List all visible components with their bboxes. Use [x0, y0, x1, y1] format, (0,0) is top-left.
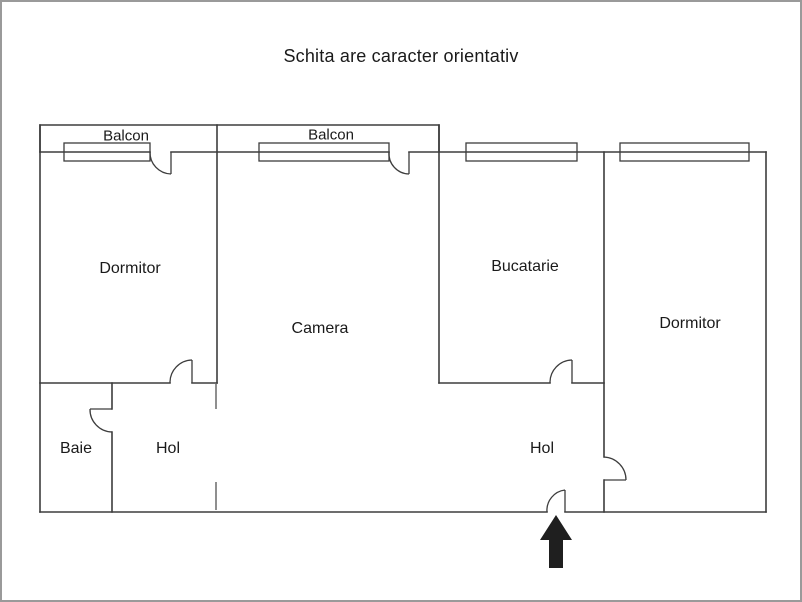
- window-bucatarie: [465, 142, 578, 162]
- door-entrance: [546, 489, 566, 513]
- room-label-dormitor-right: Dormitor: [659, 315, 721, 332]
- room-label-dormitor-left: Dormitor: [99, 260, 161, 277]
- page-title: Schita are caracter orientativ: [283, 46, 519, 66]
- door-baie: [89, 408, 113, 433]
- door-balcon-mid: [388, 151, 410, 175]
- window-dormitor-right: [619, 142, 750, 162]
- room-label-camera: Camera: [291, 320, 349, 337]
- room-label-hol-left: Hol: [155, 440, 181, 457]
- door-dormitor-right: [603, 456, 627, 481]
- doors: [89, 151, 627, 513]
- door-balcon-left: [149, 151, 172, 175]
- door-dormitor-left: [169, 359, 193, 384]
- entrance-arrow-icon: [540, 515, 572, 568]
- door-bucatarie: [549, 359, 573, 384]
- room-label-balcon-left: Balcon: [103, 127, 149, 145]
- room-label-hol-right: Hol: [529, 440, 555, 457]
- room-label-balcon-mid: Balcon: [308, 126, 354, 144]
- balcony-outline: [39, 124, 440, 153]
- walls: [39, 124, 767, 513]
- room-label-bucatarie: Bucatarie: [491, 258, 559, 275]
- room-label-baie: Baie: [59, 440, 93, 457]
